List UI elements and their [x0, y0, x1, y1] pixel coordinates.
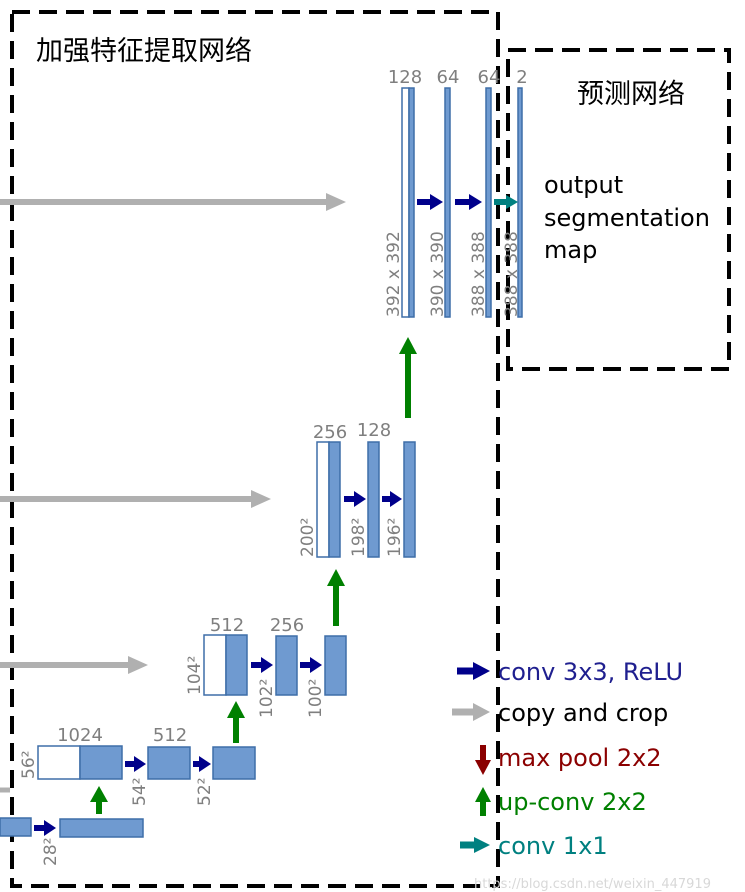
- conv-arrow: [382, 491, 402, 507]
- feature-map-block: [316, 441, 330, 558]
- feature-map-block: [485, 87, 492, 318]
- size-label: 388 x 388: [502, 231, 522, 317]
- size-label: 28²: [41, 838, 61, 866]
- feature-map-block: [517, 87, 523, 318]
- upconv-arrow: [227, 701, 245, 743]
- output-label: output segmentation map: [544, 171, 718, 264]
- conv-arrow: [417, 194, 443, 210]
- legend-item-conv3x3: conv 3x3, ReLU: [457, 658, 683, 686]
- legend-item-conv1x1: conv 1x1: [460, 832, 608, 860]
- size-label: 388 x 388: [469, 231, 489, 317]
- size-label: 198²: [349, 518, 369, 557]
- feature-map-block: [225, 634, 248, 696]
- feature-map-block: [408, 87, 415, 318]
- channel-label: 256: [270, 615, 304, 636]
- feature-map-block: [367, 441, 380, 558]
- feature-map-block: [212, 746, 256, 780]
- prediction-network-label: 预测网络: [577, 79, 685, 110]
- conv-arrow: [193, 756, 211, 772]
- legend-label: up-conv 2x2: [498, 788, 647, 816]
- upconv-arrow: [327, 569, 345, 626]
- channel-label: 128: [357, 420, 391, 441]
- feature-network-region: [10, 10, 500, 888]
- conv-arrow: [125, 756, 146, 772]
- size-label: 104²: [185, 656, 205, 695]
- feature-map-block: [37, 745, 81, 780]
- feature-map-block: [79, 745, 123, 780]
- watermark: https://blog.csdn.net/weixin_447919: [474, 877, 711, 892]
- feature-map-block: [203, 634, 227, 696]
- channel-label: 1024: [57, 725, 103, 746]
- feature-map-block: [403, 441, 416, 558]
- conv-arrow: [344, 491, 366, 507]
- copy-arrow-level2: [0, 490, 271, 508]
- legend-item-max-pool: max pool 2x2: [475, 744, 662, 775]
- prediction-network-region: [506, 48, 731, 371]
- channel-label: 64: [437, 67, 460, 88]
- size-label: 196²: [385, 518, 405, 557]
- feature-network-label: 加强特征提取网络: [36, 36, 252, 67]
- size-label: 52²: [195, 778, 215, 806]
- size-label: 392 x 392: [384, 231, 404, 317]
- channel-label: 64: [478, 67, 501, 88]
- legend-label: conv 1x1: [498, 832, 608, 860]
- channel-label: 512: [210, 615, 244, 636]
- size-label: 200²: [298, 518, 318, 557]
- feature-map-block: [324, 635, 347, 696]
- conv-arrow: [455, 194, 482, 210]
- size-label: 390 x 390: [428, 231, 448, 317]
- legend-item-up-conv: up-conv 2x2: [475, 787, 647, 816]
- size-label: 54²: [130, 778, 150, 806]
- channel-label: 128: [388, 67, 422, 88]
- channel-label: 256: [313, 422, 347, 443]
- channel-label: 2: [516, 67, 527, 88]
- conv-arrow: [251, 657, 273, 673]
- upconv-arrow: [399, 337, 417, 418]
- legend-label: copy and crop: [498, 699, 668, 727]
- copy-arrow-level3: [0, 656, 148, 674]
- legend: conv 3x3, ReLU copy and crop max pool 2x…: [452, 658, 683, 860]
- feature-map-block: [328, 441, 341, 558]
- legend-label: conv 3x3, ReLU: [498, 658, 683, 686]
- legend-item-copy-crop: copy and crop: [452, 699, 668, 727]
- conv-arrow: [34, 820, 56, 836]
- feature-map-block: [147, 746, 191, 780]
- conv1x1-arrow: [494, 195, 518, 209]
- size-label: 56²: [19, 751, 39, 779]
- size-label: 100²: [306, 679, 326, 718]
- legend-label: max pool 2x2: [498, 744, 662, 772]
- channel-label: 512: [153, 725, 187, 746]
- size-label: 102²: [257, 679, 277, 718]
- feature-map-block: [275, 635, 298, 696]
- feature-map-block: [0, 817, 32, 837]
- copy-arrow-top: [0, 193, 346, 211]
- feature-map-block: [59, 818, 144, 838]
- conv-arrow: [300, 657, 322, 673]
- feature-map-block: [444, 87, 451, 318]
- upconv-arrow: [90, 786, 108, 814]
